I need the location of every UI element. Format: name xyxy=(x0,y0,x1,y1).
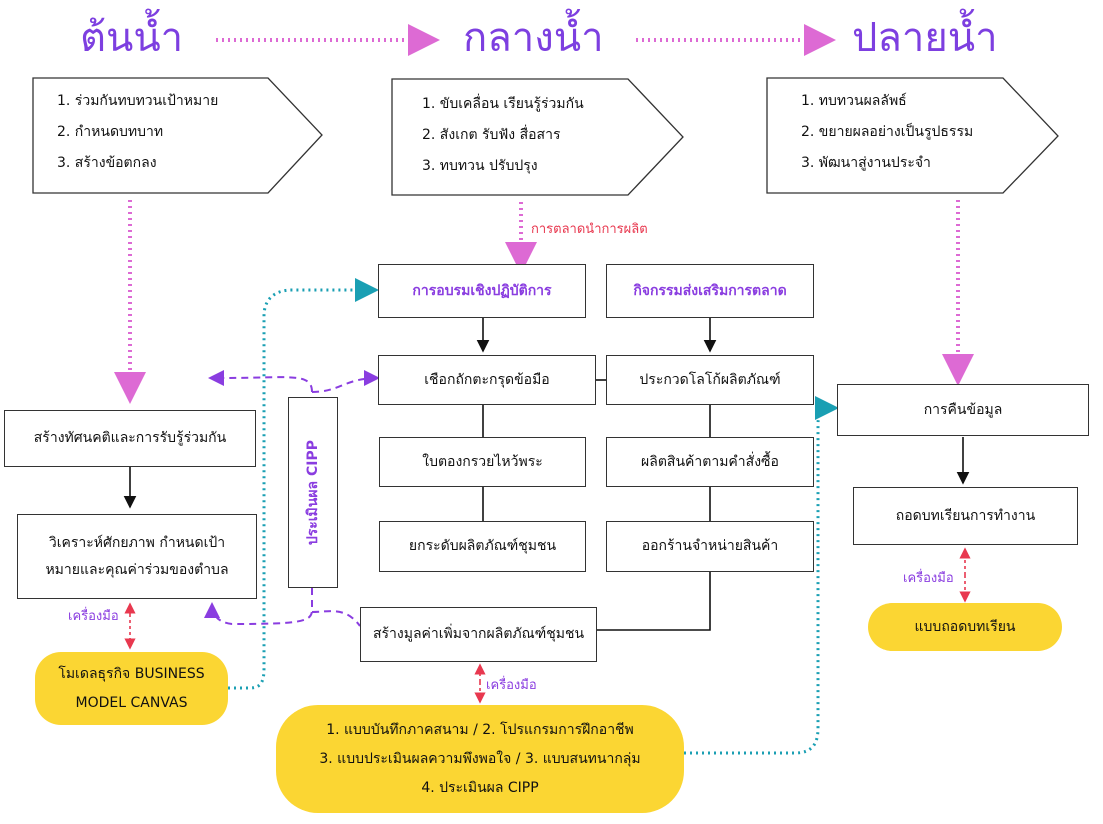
marketing-lead-label: การตลาดนำการผลิต xyxy=(531,222,648,237)
tool-label-right: เครื่องมือ xyxy=(903,571,954,586)
middle-tool-line: 1. แบบบันทึกภาคสนาม / 2. โปรแกรมการฝึกอา… xyxy=(326,721,634,738)
upstream-steps-shape xyxy=(32,77,323,194)
midstream-step: 3. ทบทวน ปรับปรุง xyxy=(422,158,538,174)
heading-upstream: ต้นน้ำ xyxy=(80,15,184,61)
midstream-step: 2. สังเกต รับฟัง สื่อสาร xyxy=(422,127,561,143)
marketing-header: กิจกรรมส่งเสริมการตลาด xyxy=(633,282,787,299)
midstream-steps-shape xyxy=(391,78,684,196)
marketing-item-box: ประกวดโลโก้ผลิตภัณฑ์ xyxy=(606,355,814,405)
marketing-header-box: กิจกรรมส่งเสริมการตลาด xyxy=(606,264,814,318)
feedback-box: การคืนข้อมูล xyxy=(837,384,1089,436)
analyze-line-1: วิเคราะห์ศักยภาพ กำหนดเป้า xyxy=(48,534,226,551)
attitude-label: สร้างทัศนคติและการรับรู้ร่วมกัน xyxy=(33,430,227,447)
canvas-line-2: MODEL CANVAS xyxy=(75,694,188,711)
training-item-box: เชือกถักตะกรุดข้อมือ xyxy=(378,355,596,405)
analyze-line-2: หมายและคุณค่าร่วมของตำบล xyxy=(45,561,229,578)
marketing-item-box: ผลิตสินค้าตามคำสั่งซื้อ xyxy=(606,437,814,487)
value-add-box: สร้างมูลค่าเพิ่มจากผลิตภัณฑ์ชุมชน xyxy=(360,607,597,662)
value-add-label: สร้างมูลค่าเพิ่มจากผลิตภัณฑ์ชุมชน xyxy=(372,626,585,643)
marketing-item: ประกวดโลโก้ผลิตภัณฑ์ xyxy=(639,371,781,388)
business-model-canvas-pill: โมเดลธุรกิจ BUSINESS MODEL CANVAS xyxy=(35,652,228,725)
lesson-learned-label: ถอดบทเรียนการทำงาน xyxy=(895,507,1036,524)
upstream-step: 2. กำหนดบทบาท xyxy=(57,124,164,140)
middle-tool-line: 3. แบบประเมินผลความพึงพอใจ / 3. แบบสนทนา… xyxy=(319,750,641,767)
cipp-evaluation-box: ประเมินผล CIPP xyxy=(288,397,338,588)
training-header-box: การอบรมเชิงปฏิบัติการ xyxy=(378,264,586,318)
heading-midstream: กลางน้ำ xyxy=(463,15,604,61)
attitude-box: สร้างทัศนคติและการรับรู้ร่วมกัน xyxy=(4,410,256,467)
midstream-step-list: 1. ขับเคลื่อน เรียนรู้ร่วมกัน 2. สังเกต … xyxy=(422,89,584,182)
lesson-form-label: แบบถอดบทเรียน xyxy=(914,618,1016,635)
canvas-line-1: โมเดลธุรกิจ BUSINESS xyxy=(58,665,205,682)
marketing-item: ผลิตสินค้าตามคำสั่งซื้อ xyxy=(641,453,779,470)
cipp-label: ประเมินผล CIPP xyxy=(304,439,321,546)
downstream-step: 2. ขยายผลอย่างเป็นรูปธรรม xyxy=(801,124,974,140)
downstream-step-list: 1. ทบทวนผลลัพธ์ 2. ขยายผลอย่างเป็นรูปธรร… xyxy=(801,86,973,179)
lesson-form-pill: แบบถอดบทเรียน xyxy=(868,603,1062,651)
analyze-box: วิเคราะห์ศักยภาพ กำหนดเป้า หมายและคุณค่า… xyxy=(17,514,257,599)
feedback-label: การคืนข้อมูล xyxy=(923,401,1003,418)
middle-tool-line: 4. ประเมินผล CIPP xyxy=(421,779,539,796)
training-header: การอบรมเชิงปฏิบัติการ xyxy=(412,282,552,299)
training-item: เชือกถักตะกรุดข้อมือ xyxy=(424,371,550,388)
tool-label-left: เครื่องมือ xyxy=(68,609,119,624)
upstream-step-list: 1. ร่วมกันทบทวนเป้าหมาย 2. กำหนดบทบาท 3.… xyxy=(57,86,218,179)
training-item: ยกระดับผลิตภัณฑ์ชุมชน xyxy=(408,538,557,555)
training-item-box: ยกระดับผลิตภัณฑ์ชุมชน xyxy=(379,521,586,572)
tool-label-middle: เครื่องมือ xyxy=(486,678,537,693)
downstream-step: 3. พัฒนาสู่งานประจำ xyxy=(801,155,931,171)
marketing-item-box: ออกร้านจำหน่ายสินค้า xyxy=(606,521,814,572)
downstream-step: 1. ทบทวนผลลัพธ์ xyxy=(801,93,907,109)
lesson-learned-box: ถอดบทเรียนการทำงาน xyxy=(853,487,1078,545)
marketing-item: ออกร้านจำหน่ายสินค้า xyxy=(641,538,779,555)
training-item: ใบตองกรวยไหว้พระ xyxy=(422,453,543,470)
heading-downstream: ปลายน้ำ xyxy=(852,15,998,61)
middle-tools-pill: 1. แบบบันทึกภาคสนาม / 2. โปรแกรมการฝึกอา… xyxy=(276,705,684,813)
training-item-box: ใบตองกรวยไหว้พระ xyxy=(379,437,586,487)
downstream-steps-shape xyxy=(766,77,1059,194)
upstream-step: 3. สร้างข้อตกลง xyxy=(57,155,157,171)
upstream-step: 1. ร่วมกันทบทวนเป้าหมาย xyxy=(57,93,219,109)
midstream-step: 1. ขับเคลื่อน เรียนรู้ร่วมกัน xyxy=(422,96,584,112)
